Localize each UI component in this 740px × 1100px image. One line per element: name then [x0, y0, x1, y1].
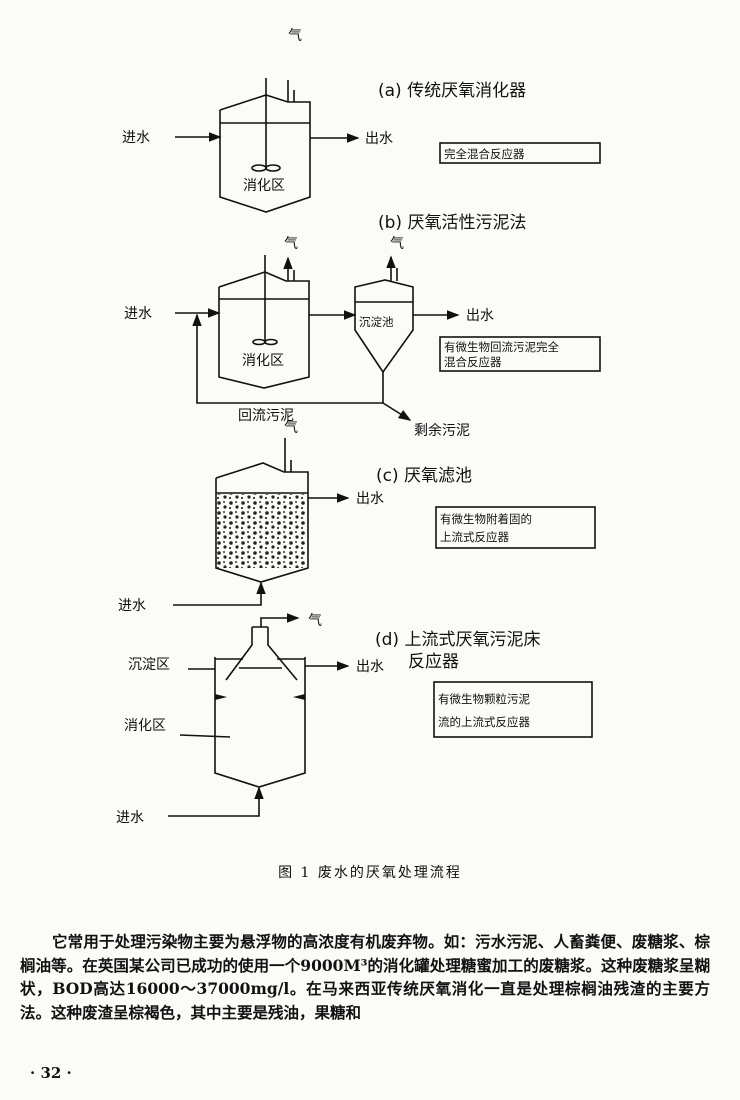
- outlet-label: 出水: [356, 659, 384, 675]
- title-c: (c) 厌氧滤池: [376, 466, 472, 486]
- diagram-b-anaerobic-activated-sludge: 气 气 进水 出水 消化区 沉淀池 回流污泥 剩余污泥 (b) 厌氧活性污泥法 …: [124, 213, 601, 439]
- diagram-a-conventional-digester: 气 进水 出水 消化区 (a) 传统厌氧消化器 完全混合反应器: [122, 28, 601, 213]
- filter-media: [217, 494, 307, 568]
- gas-label: 气: [390, 236, 404, 252]
- inlet-label: 进水: [116, 810, 144, 826]
- inlet-label: 进水: [122, 130, 150, 146]
- title-d-line1: (d) 上流式厌氧污泥床: [375, 630, 540, 650]
- anaerobic-process-diagram: 气 进水 出水 消化区 (a) 传统厌氧消化器 完全混合反应器 气 气 进水 出…: [116, 28, 601, 826]
- box-a: 完全混合反应器: [444, 147, 525, 161]
- inlet-label: 进水: [118, 598, 146, 614]
- body-text: 它常用于处理污染物主要为悬浮物的高浓度有机废弃物。如：污水污泥、人畜粪便、废糖浆…: [20, 930, 710, 1024]
- box-b-line1: 有微生物回流污泥完全: [444, 340, 559, 354]
- recycle-sludge-label: 回流污泥: [238, 408, 294, 424]
- digestion-zone-label: 消化区: [124, 718, 166, 734]
- box-d-line2: 流的上流式反应器: [438, 715, 530, 729]
- digestion-zone-label: 消化区: [242, 353, 284, 369]
- digestion-zone-label: 消化区: [243, 178, 285, 194]
- outlet-label: 出水: [466, 308, 494, 324]
- box-c-line1: 有微生物附着固的: [440, 512, 532, 526]
- page-number: · 32 ·: [30, 1064, 72, 1082]
- box-d-line1: 有微生物颗粒污泥: [438, 692, 530, 706]
- diagram-c-anaerobic-filter: 气 进水 出水 (c) 厌氧滤池 有微生物附着固的 上流式反应器: [118, 420, 596, 614]
- gas-label: 气: [308, 613, 322, 629]
- box-b-line2: 混合反应器: [444, 355, 502, 369]
- title-b: (b) 厌氧活性污泥法: [378, 213, 526, 233]
- settler-label: 沉淀池: [359, 315, 394, 329]
- outlet-label: 出水: [365, 131, 393, 147]
- gas-label: 气: [284, 236, 298, 252]
- box-c-line2: 上流式反应器: [440, 530, 509, 544]
- diagram-d-uasb-reactor: 气 沉淀区 消化区 进水 出水 (d) 上流式厌氧污泥床 反应器 有微生物颗粒污…: [116, 613, 593, 826]
- gas-label: 气: [288, 28, 302, 44]
- title-a: (a) 传统厌氧消化器: [378, 81, 526, 101]
- excess-sludge-label: 剩余污泥: [414, 422, 470, 439]
- inlet-label: 进水: [124, 306, 152, 322]
- body-paragraph: 它常用于处理污染物主要为悬浮物的高浓度有机废弃物。如：污水污泥、人畜粪便、废糖浆…: [20, 932, 710, 1022]
- figure-caption: 图 1 废水的厌氧处理流程: [278, 865, 462, 881]
- outlet-label: 出水: [356, 491, 384, 507]
- gas-label: 气: [284, 420, 298, 436]
- title-d-line2: 反应器: [408, 652, 459, 672]
- settling-zone-label: 沉淀区: [128, 657, 170, 673]
